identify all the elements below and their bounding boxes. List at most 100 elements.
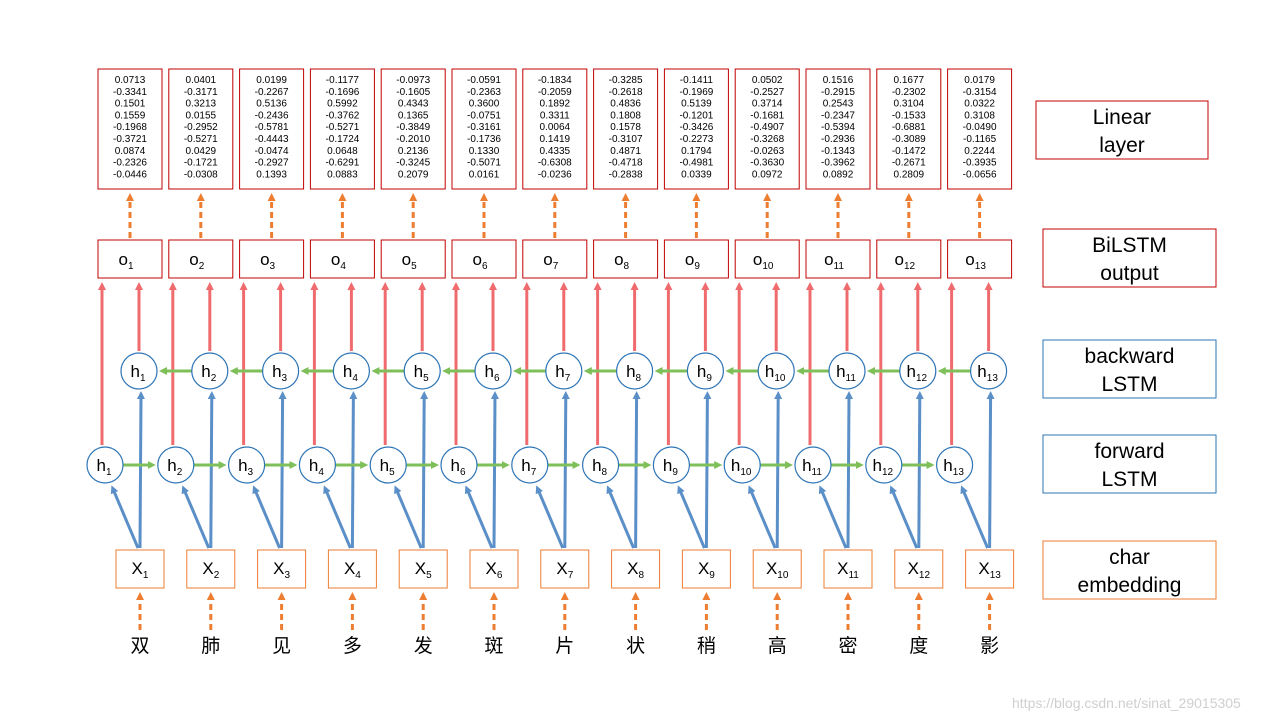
arrow-input-to-backward-6 [490, 391, 499, 549]
input-node-1: X1 [115, 549, 165, 589]
output-box [734, 239, 800, 279]
backward-circle [686, 352, 725, 390]
linear-value: 0.1892 [540, 99, 571, 110]
input-box [611, 549, 661, 589]
linear-value: 0.1365 [398, 110, 429, 121]
linear-value: 0.4871 [610, 146, 641, 157]
output-node-3: o3 [239, 239, 305, 279]
linear-value: -0.6291 [325, 158, 359, 169]
label-line: output [1100, 262, 1159, 285]
output-node-8: o8 [593, 239, 659, 279]
input-node-2: X2 [186, 549, 236, 589]
backward-circle [332, 352, 370, 390]
linear-vector-5: -0.0973-0.16050.43430.1365-0.3849-0.2010… [380, 68, 446, 190]
linear-value: -0.1343 [821, 146, 855, 157]
linear-value: -0.2618 [609, 87, 643, 98]
linear-value: 0.0892 [823, 169, 854, 180]
linear-value: -0.1968 [113, 122, 147, 133]
linear-value: 0.1330 [469, 146, 500, 157]
backward-circle [120, 352, 158, 390]
output-box [876, 239, 942, 279]
linear-vector-box [97, 68, 163, 190]
linear-value: -0.3426 [679, 122, 713, 133]
linear-value: 0.0179 [964, 75, 995, 86]
linear-vector-box [239, 68, 305, 190]
linear-value: -0.1736 [467, 134, 501, 145]
forward-hidden-10: h10 [723, 446, 761, 484]
linear-value: -0.0474 [255, 146, 289, 157]
output-box [593, 239, 659, 279]
backward-circle [474, 352, 512, 390]
linear-value: -0.3721 [113, 134, 147, 145]
output-box [168, 239, 234, 279]
linear-value: -0.3107 [609, 134, 643, 145]
linear-value: 0.3108 [964, 110, 995, 121]
backward-hidden-7: h7 [545, 352, 583, 390]
arrows-layer [98, 193, 995, 630]
forward-circle [935, 446, 974, 484]
linear-value: -0.2838 [609, 169, 643, 180]
input-box [823, 549, 873, 589]
output-box [805, 239, 871, 279]
output-node-11: o11 [805, 239, 871, 279]
forward-hidden-7: h7 [511, 446, 549, 484]
linear-value: 0.3311 [540, 110, 570, 121]
arrow-input-to-backward-4 [349, 391, 358, 549]
output-box [97, 239, 163, 279]
input-node-11: X11 [823, 549, 873, 589]
linear-vector-2: 0.0401-0.31710.32130.0155-0.2952-0.52710… [168, 68, 234, 190]
char-7: 片 [555, 635, 574, 657]
linear-vector-box [593, 68, 659, 190]
linear-value: 0.1578 [610, 122, 641, 133]
label-line: LSTM [1101, 373, 1157, 396]
linear-vector-6: -0.0591-0.23630.3600-0.0751-0.3161-0.173… [451, 68, 517, 190]
backward-circle [545, 352, 583, 390]
output-box [451, 239, 517, 279]
output-box [239, 239, 305, 279]
linear-value: 0.0713 [115, 75, 146, 86]
arrow-input-to-forward-2 [181, 485, 211, 549]
backward-hidden-4: h4 [332, 352, 370, 390]
linear-value: -0.3762 [325, 110, 359, 121]
output-box [663, 239, 729, 279]
linear-vector-box [451, 68, 517, 190]
backward-circle [899, 352, 937, 390]
arrow-input-to-forward-8 [606, 485, 635, 549]
linear-value: -0.2302 [892, 87, 926, 98]
backward-circle [969, 352, 1008, 390]
linear-vector-9: -0.1411-0.19690.5139-0.1201-0.3426-0.227… [663, 68, 729, 190]
output-box [309, 239, 375, 279]
linear-value: 0.2809 [894, 169, 925, 180]
linear-value: -0.1177 [326, 75, 360, 86]
arrow-input-to-backward-3 [278, 391, 287, 549]
arrow-input-to-backward-7 [561, 391, 570, 549]
linear-value: -0.3962 [821, 158, 855, 169]
input-node-12: X12 [894, 549, 944, 589]
linear-value: -0.1724 [325, 134, 359, 145]
linear-value: 0.4335 [540, 146, 571, 157]
forward-circle [440, 446, 478, 484]
forward-circle [157, 446, 195, 484]
input-node-9: X9 [681, 549, 731, 589]
linear-value: -0.0656 [963, 169, 997, 180]
backward-hidden-6: h6 [474, 352, 512, 390]
linear-value: -0.1969 [679, 87, 713, 98]
linear-value: -0.2267 [255, 87, 289, 98]
forward-hidden-12: h12 [865, 446, 903, 484]
linear-value: -0.5271 [184, 134, 218, 145]
linear-value: -0.5271 [325, 122, 359, 133]
linear-value: 0.0155 [186, 110, 217, 121]
output-node-9: o9 [663, 239, 729, 279]
linear-value: -0.1533 [892, 110, 926, 121]
layer-labels: LinearlayerBiLSTMoutputbackwardLSTMforwa… [1035, 100, 1217, 600]
backward-hidden-3: h3 [262, 352, 300, 390]
backward-hidden-11: h11 [828, 352, 866, 390]
linear-value: 0.0322 [964, 99, 995, 110]
forward-hidden-11: h11 [794, 446, 832, 484]
arrow-input-to-backward-12 [915, 391, 924, 549]
linear-vector-box [663, 68, 729, 190]
label-line: forward [1094, 440, 1164, 463]
arrow-input-to-forward-1 [110, 485, 140, 549]
